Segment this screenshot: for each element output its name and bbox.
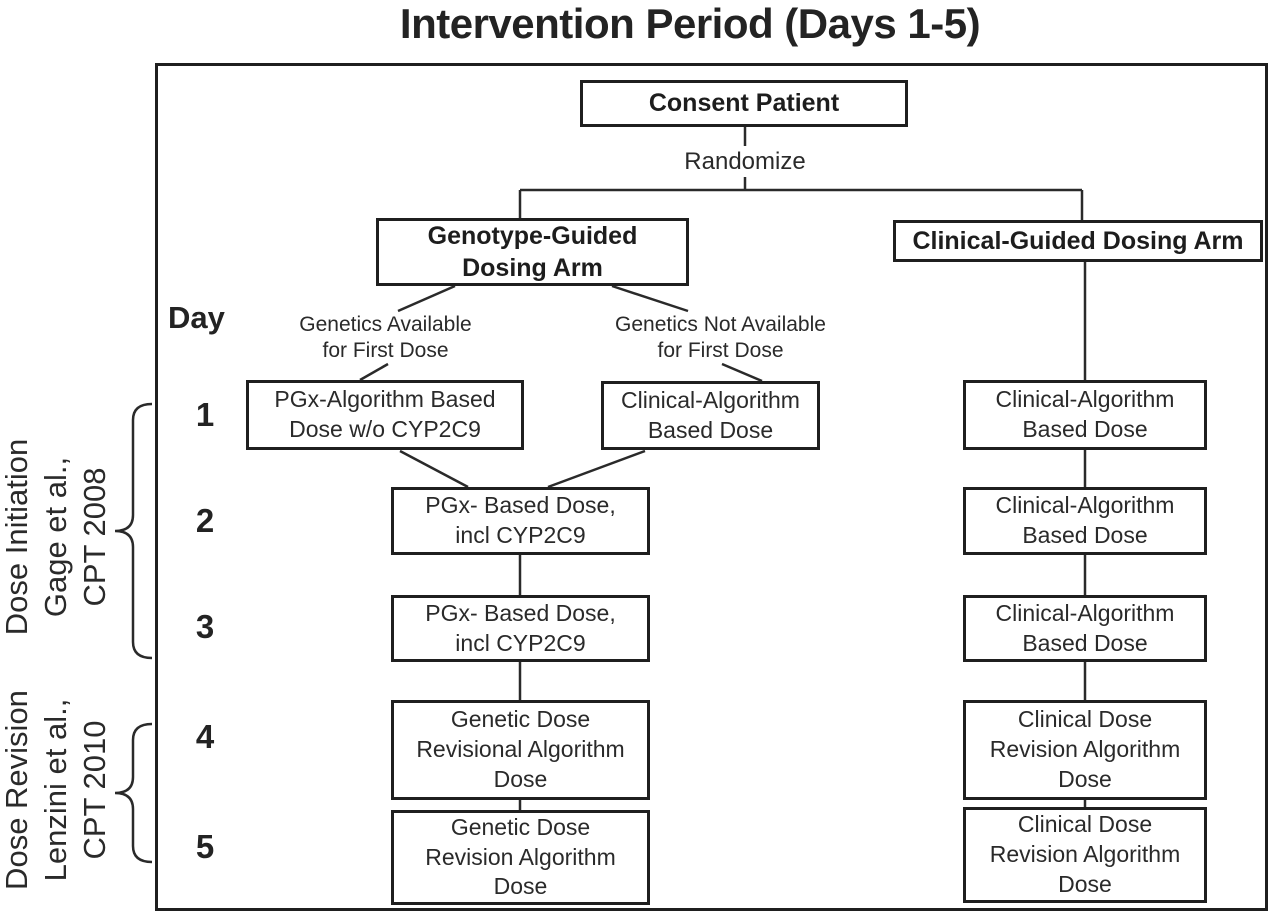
day-number-5: 5 xyxy=(195,828,215,865)
figure-title: Intervention Period (Days 1-5) xyxy=(399,0,981,47)
node-genotype-day5: Genetic Dose Revision Algorithm Dose xyxy=(391,810,650,905)
day-number-1: 1 xyxy=(195,396,215,433)
label-genetics-available: Genetics Available for First Dose xyxy=(299,313,472,363)
diagram-border-frame xyxy=(155,63,1268,911)
node-consent-patient: Consent Patient xyxy=(580,80,908,127)
node-genotype-day1-clinical: Clinical-Algorithm Based Dose xyxy=(601,381,820,450)
day-number-4: 4 xyxy=(195,718,215,755)
node-clinical-day5: Clinical Dose Revision Algorithm Dose xyxy=(963,807,1207,903)
brace-dose-initiation xyxy=(114,402,153,660)
node-clinical-day2: Clinical-Algorithm Based Dose xyxy=(963,487,1207,555)
node-clinical-day1: Clinical-Algorithm Based Dose xyxy=(963,380,1207,450)
node-genotype-day1-pgx: PGx-Algorithm Based Dose w/o CYP2C9 xyxy=(246,380,524,450)
label-randomize: Randomize xyxy=(684,148,806,175)
brace-dose-revision xyxy=(114,722,153,864)
day-column-header: Day xyxy=(168,300,225,335)
day-number-3: 3 xyxy=(195,608,215,645)
node-genotype-guided-arm: Genotype-Guided Dosing Arm xyxy=(376,218,689,286)
node-genotype-day4: Genetic Dose Revisional Algorithm Dose xyxy=(391,700,650,800)
label-genetics-not-available: Genetics Not Available for First Dose xyxy=(615,313,826,363)
annotation-dose-revision: Dose Revision Lenzini et al., CPT 2010 xyxy=(0,690,112,890)
annotation-dose-initiation: Dose Initiation Gage et al., CPT 2008 xyxy=(0,438,112,636)
day-number-2: 2 xyxy=(195,502,215,539)
node-clinical-guided-arm: Clinical-Guided Dosing Arm xyxy=(893,220,1263,262)
node-genotype-day3: PGx- Based Dose, incl CYP2C9 xyxy=(391,595,650,662)
node-clinical-day3: Clinical-Algorithm Based Dose xyxy=(963,595,1207,662)
node-genotype-day2: PGx- Based Dose, incl CYP2C9 xyxy=(391,487,650,555)
node-clinical-day4: Clinical Dose Revision Algorithm Dose xyxy=(963,700,1207,800)
